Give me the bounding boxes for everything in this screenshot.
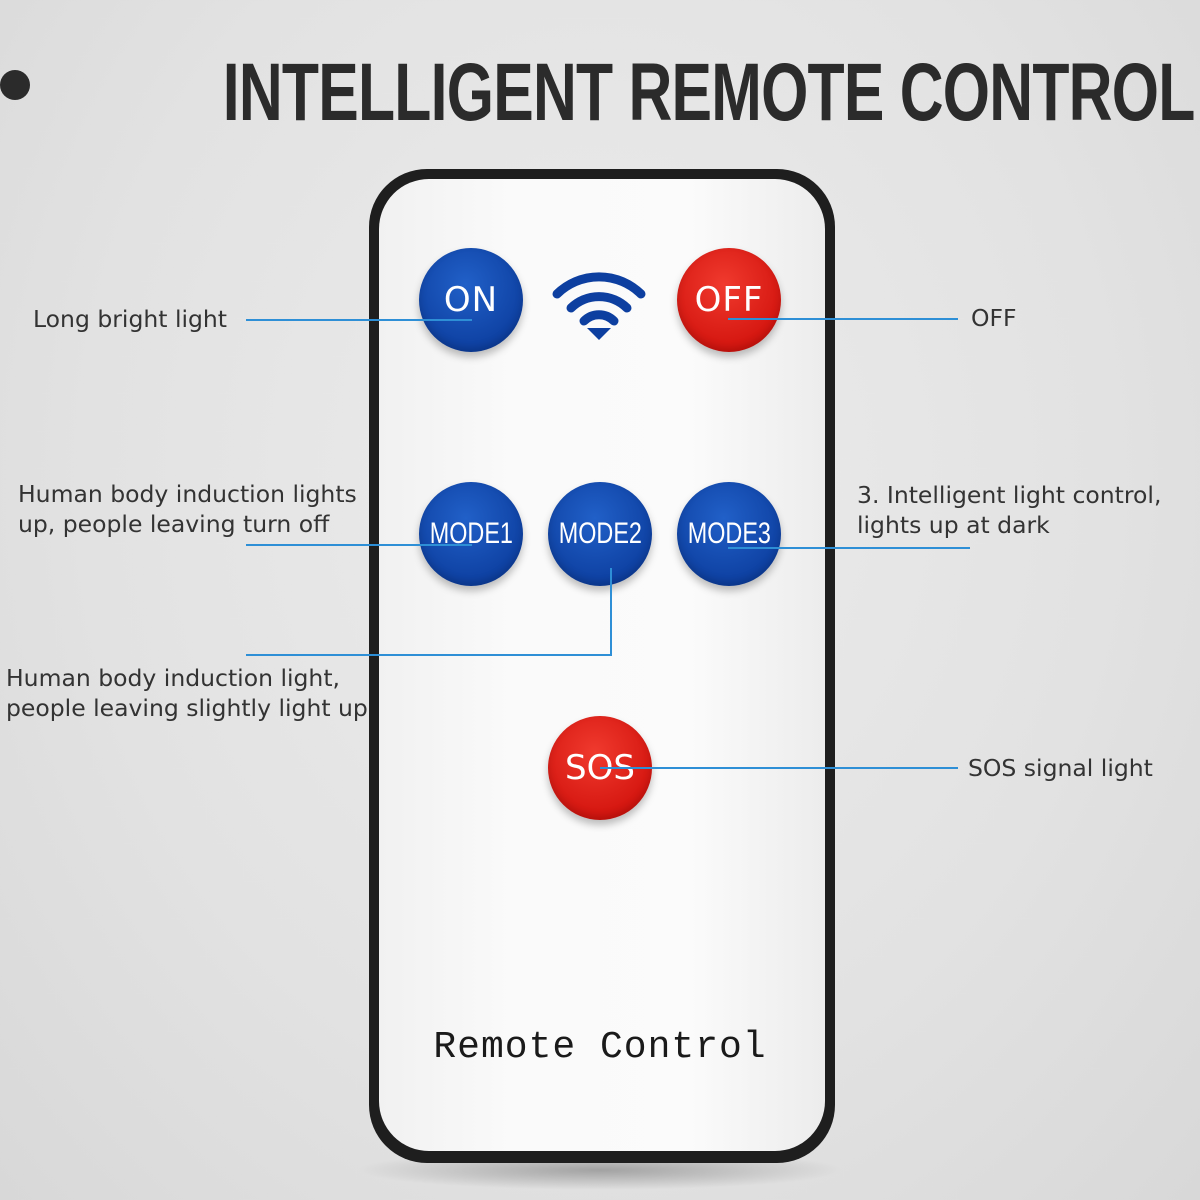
on-leader-line <box>246 319 472 321</box>
mode3-button[interactable]: MODE3 <box>677 482 781 586</box>
annotation-mode2: Human body induction light, people leavi… <box>6 663 368 723</box>
mode2-leader-line <box>246 654 612 656</box>
mode2-leader-vertical <box>610 568 612 656</box>
sos-leader-line <box>600 767 958 769</box>
mode1-button[interactable]: MODE1 <box>419 482 523 586</box>
page-heading: INTELLIGENT REMOTE CONTROL <box>0 46 1200 140</box>
on-button[interactable]: ON <box>419 248 523 352</box>
mode2-button-label: MODE2 <box>558 517 642 550</box>
off-leader-line <box>728 318 958 320</box>
annotation-mode2-line1: Human body induction light, <box>6 664 341 692</box>
mode3-button-label: MODE3 <box>687 517 771 550</box>
annotation-mode3-line1: 3. Intelligent light control, <box>857 481 1162 509</box>
off-button-label: OFF <box>694 280 764 320</box>
mode1-leader-line <box>246 544 472 546</box>
mode2-button[interactable]: MODE2 <box>548 482 652 586</box>
remote-brand-label: Remote Control <box>433 1026 767 1069</box>
on-button-label: ON <box>443 280 499 320</box>
wifi-signal-icon <box>551 272 647 344</box>
annotation-mode1-line2: up, people leaving turn off <box>18 510 330 538</box>
annotation-sos: SOS signal light <box>968 754 1153 782</box>
heading-bullet <box>0 70 30 100</box>
heading-text: INTELLIGENT REMOTE CONTROL <box>222 47 1196 138</box>
annotation-mode1: Human body induction lights up, people l… <box>18 479 357 539</box>
annotation-mode3-line2: lights up at dark <box>857 511 1050 539</box>
annotation-off: OFF <box>971 304 1017 332</box>
off-button[interactable]: OFF <box>677 248 781 352</box>
annotation-mode3: 3. Intelligent light control, lights up … <box>857 480 1161 540</box>
annotation-mode1-line1: Human body induction lights <box>18 480 357 508</box>
annotation-on: Long bright light <box>33 305 228 333</box>
annotation-mode2-line2: people leaving slightly light up <box>6 694 368 722</box>
mode3-leader-line <box>728 547 970 549</box>
